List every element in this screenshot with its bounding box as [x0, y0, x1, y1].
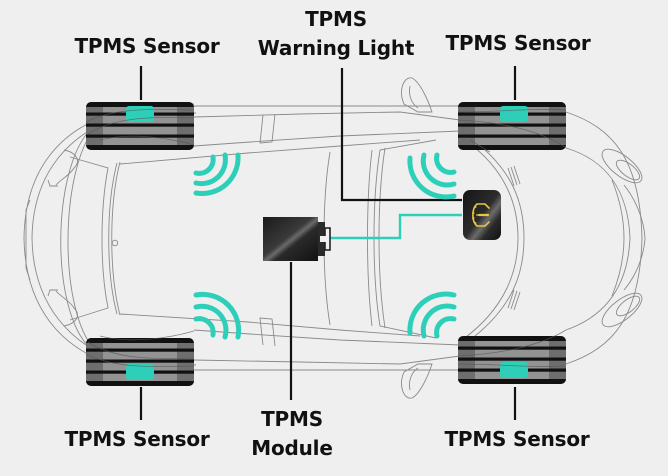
signal-waves-top-left	[193, 152, 241, 196]
label-text-line1: TPMS	[261, 407, 323, 431]
tpms-sensor-bottom-right	[500, 362, 528, 378]
tpms-warning-light	[463, 190, 501, 240]
label-text-line2: Module	[251, 436, 333, 460]
tire-pressure-warning-icon	[471, 203, 490, 227]
tpms-module	[263, 217, 331, 261]
wireless-signal-icon	[193, 152, 457, 340]
label-tpms-sensor-bottom-left: TPMS Sensor	[50, 426, 224, 452]
label-tpms-sensor-top-right: TPMS Sensor	[431, 30, 605, 56]
tire-bottom-right	[458, 336, 566, 384]
label-tpms-sensor-top-left: TPMS Sensor	[60, 33, 234, 59]
tpms-sensor-top-right	[500, 106, 528, 122]
module-to-warning-light-wire	[330, 213, 462, 240]
signal-waves-top-right	[407, 152, 457, 200]
leader-line-warning-light	[340, 68, 462, 202]
signal-waves-bottom-right	[407, 291, 457, 339]
label-tpms-module: TPMS Module	[232, 405, 352, 463]
leader-lines	[139, 66, 517, 420]
label-text: TPMS Sensor	[445, 31, 591, 55]
tire-overlay-lines	[85, 108, 567, 368]
label-text: TPMS Sensor	[444, 427, 590, 451]
label-text-line1: TPMS	[305, 7, 367, 31]
tpms-sensor-bottom-left	[126, 364, 154, 380]
label-tpms-warning-light: TPMS Warning Light	[236, 5, 436, 63]
label-text: TPMS Sensor	[64, 427, 210, 451]
signal-waves-bottom-left	[193, 291, 242, 340]
label-tpms-sensor-bottom-right: TPMS Sensor	[430, 426, 604, 452]
label-text: TPMS Sensor	[74, 34, 220, 58]
label-text-line2: Warning Light	[257, 36, 415, 60]
tire-bottom-left	[86, 338, 194, 386]
